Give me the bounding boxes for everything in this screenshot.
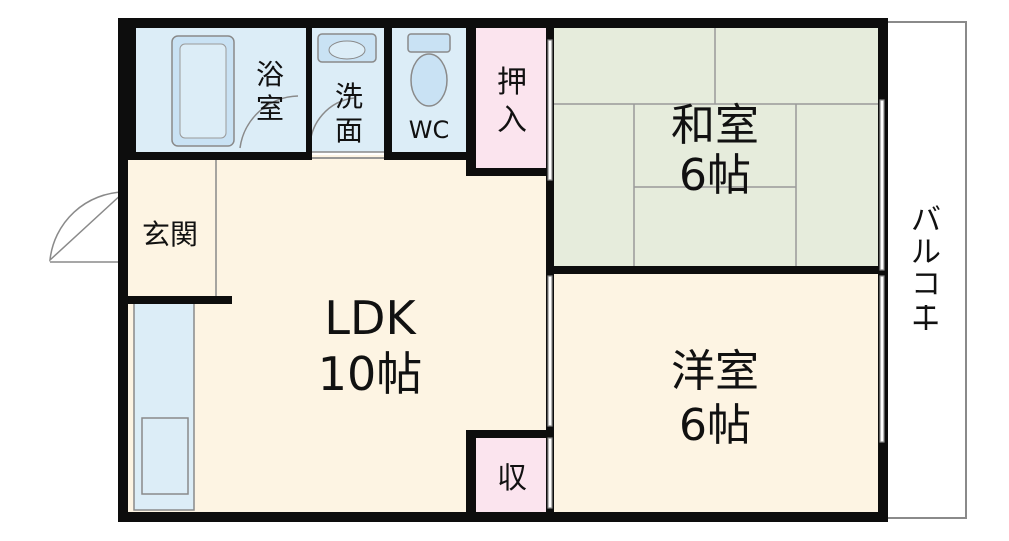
washbasin-bowl xyxy=(328,40,366,60)
oshiire-label-2: 入 xyxy=(497,103,527,138)
storage-floor xyxy=(474,438,546,512)
washroom-label-1: 洗 xyxy=(335,80,363,113)
balcony-char: バ xyxy=(911,203,941,238)
entrance-door-swing xyxy=(49,191,125,262)
oshiire-label-1: 押 xyxy=(497,65,527,100)
washitsu-name: 和室 xyxy=(671,100,759,151)
bath-label-2: 室 xyxy=(256,92,284,125)
balcony-char: コ xyxy=(911,267,941,302)
bath-door-swing xyxy=(239,95,299,149)
ldk-size: 10帖 xyxy=(318,347,423,401)
toilet-icon xyxy=(407,33,451,107)
bathtub-inner xyxy=(179,43,227,139)
storage-label: 収 xyxy=(497,461,527,496)
sliding-doors xyxy=(547,39,885,509)
ldk-name: LDK xyxy=(324,291,417,345)
balcony-char: ル xyxy=(911,235,941,270)
balcony-area xyxy=(885,21,967,519)
youshitsu-size: 6帖 xyxy=(679,400,751,451)
washitsu-size: 6帖 xyxy=(679,150,751,201)
oshiire-floor xyxy=(474,28,546,172)
tatami-lines xyxy=(550,28,880,270)
toilet-label: WC xyxy=(409,116,450,144)
kitchen-sink xyxy=(141,417,189,495)
bath-label-1: 浴 xyxy=(256,58,284,91)
youshitsu-floor xyxy=(550,270,880,516)
walls xyxy=(118,18,888,522)
washroom-label-2: 面 xyxy=(335,114,363,147)
entrance-label: 玄関 xyxy=(142,218,198,251)
youshitsu-name: 洋室 xyxy=(671,346,759,397)
balcony-label: バ ル コ ニ xyxy=(911,203,941,334)
